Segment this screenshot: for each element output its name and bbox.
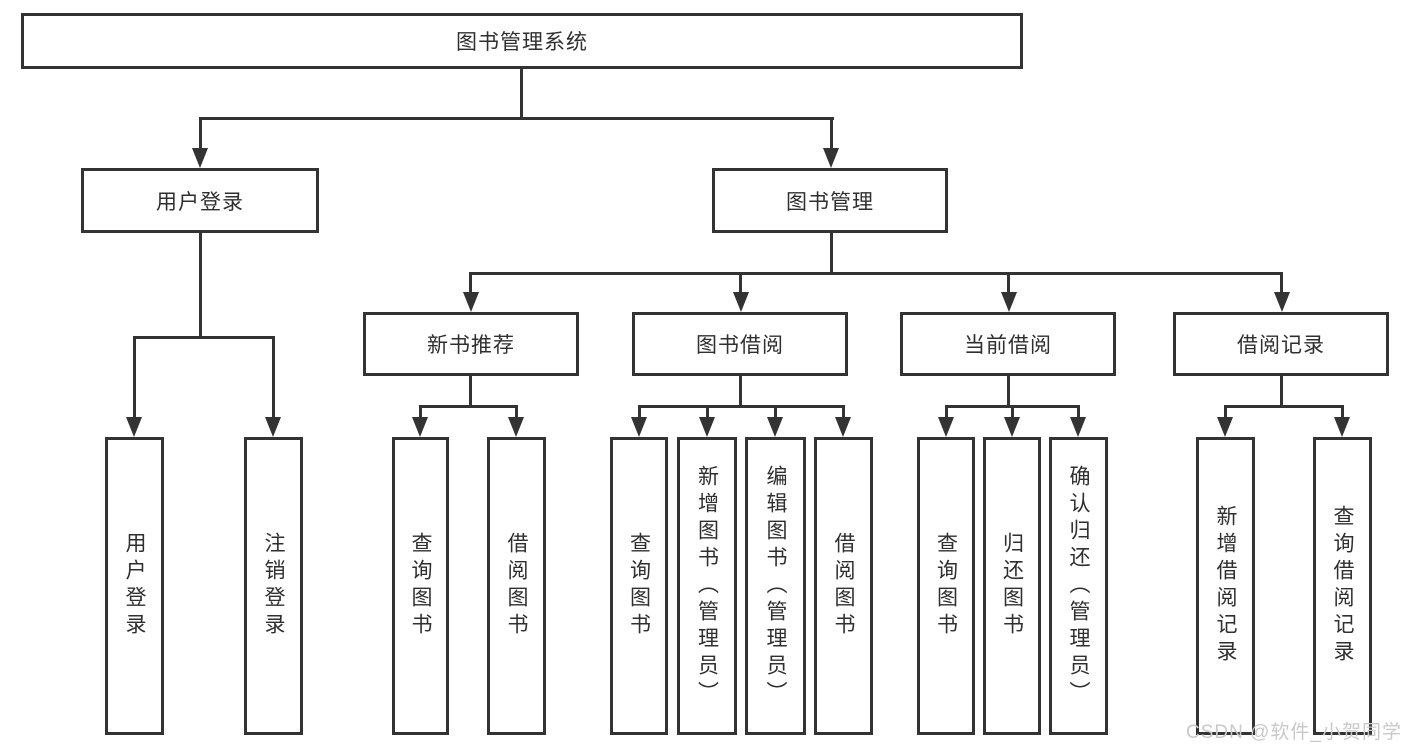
arrowhead-leaf: [631, 417, 647, 437]
arrowhead-leaf: [835, 417, 851, 437]
connector-to-book-borrowing: [739, 272, 742, 295]
arrowhead-borrowing-records: [1274, 292, 1290, 312]
node-root: 图书管理系统: [21, 13, 1023, 69]
connector-book-management-drop: [830, 233, 833, 275]
arrowhead-user-login: [192, 148, 208, 168]
connector-leaf: [1224, 405, 1227, 420]
connector-user-login-bar: [133, 336, 275, 339]
arrowhead-leaf: [767, 417, 783, 437]
connector-book-borrowing-drop: [739, 376, 742, 407]
leaf-bb-edit-books-admin: 编辑图书（管理员）: [745, 437, 806, 735]
connector-to-user-login: [199, 117, 202, 151]
leaf-bb-add-books-admin: 新增图书（管理员）: [677, 437, 737, 735]
node-current-borrowing: 当前借阅: [900, 312, 1116, 376]
arrowhead-leaf: [938, 417, 954, 437]
leaf-br-query-record: 查询借阅记录: [1313, 437, 1372, 735]
arrowhead-leaf-logout: [265, 417, 281, 437]
connector-to-current-borrowing: [1007, 272, 1010, 295]
connector-to-book-management: [830, 117, 833, 151]
connector-new-book-bar: [419, 405, 518, 408]
connector-leaf: [706, 405, 709, 420]
connector-to-leaf-logout: [272, 336, 275, 419]
arrowhead-new-book: [463, 292, 479, 312]
connector-leaf: [1077, 405, 1080, 420]
connector-leaf: [842, 405, 845, 420]
node-book-borrowing: 图书借阅: [632, 312, 848, 376]
leaf-logout-login: 注销登录: [244, 437, 303, 735]
arrowhead-leaf: [1334, 417, 1350, 437]
connector-book-borrowing-bar: [638, 405, 845, 408]
leaf-cb-query-books: 查询图书: [917, 437, 975, 735]
node-book-management: 图书管理: [712, 168, 948, 233]
arrowhead-leaf: [1217, 417, 1233, 437]
connector-borrowing-records-bar: [1224, 405, 1344, 408]
arrowhead-leaf: [508, 417, 524, 437]
connector-to-borrowing-records: [1280, 272, 1283, 295]
connector-user-login-drop: [199, 233, 202, 339]
arrowhead-leaf: [1004, 417, 1020, 437]
arrowhead-leaf: [1070, 417, 1086, 437]
connector-new-book-drop: [469, 376, 472, 407]
arrowhead-leaf-login: [126, 417, 142, 437]
leaf-user-login: 用户登录: [105, 437, 164, 735]
connector-leaf: [945, 405, 948, 420]
arrowhead-leaf: [412, 417, 428, 437]
leaf-br-add-record: 新增借阅记录: [1196, 437, 1255, 735]
leaf-cb-confirm-return-admin: 确认归还（管理员）: [1049, 437, 1108, 735]
connector-leaf: [1341, 405, 1344, 420]
connector-leaf: [515, 405, 518, 420]
arrowhead-book-management: [823, 148, 839, 168]
connector-leaf: [774, 405, 777, 420]
connector-leaf: [638, 405, 641, 420]
connector-leaf: [1011, 405, 1014, 420]
connector-to-new-book: [469, 272, 472, 295]
connector-borrowing-records-drop: [1280, 376, 1283, 407]
leaf-nb-query-books: 查询图书: [392, 437, 449, 735]
leaf-bb-borrow-books: 借阅图书: [814, 437, 873, 735]
connector-level1-bar: [199, 117, 834, 120]
node-borrowing-records: 借阅记录: [1173, 312, 1389, 376]
connector-to-leaf-login: [133, 336, 136, 419]
leaf-nb-borrow-books: 借阅图书: [487, 437, 546, 735]
csdn-watermark: CSDN @软件_小贺同学: [1186, 722, 1402, 743]
arrowhead-current-borrowing: [1001, 292, 1017, 312]
leaf-bb-query-books: 查询图书: [610, 437, 668, 735]
node-new-book-recommend: 新书推荐: [363, 312, 579, 376]
connector-current-borrowing-drop: [1007, 376, 1010, 407]
connector-leaf: [419, 405, 422, 420]
node-user-login: 用户登录: [81, 168, 319, 233]
connector-level2-bar: [469, 272, 1283, 275]
connector-root-drop: [520, 69, 523, 120]
arrowhead-leaf: [699, 417, 715, 437]
leaf-cb-return-books: 归还图书: [983, 437, 1041, 735]
arrowhead-book-borrowing: [733, 292, 749, 312]
